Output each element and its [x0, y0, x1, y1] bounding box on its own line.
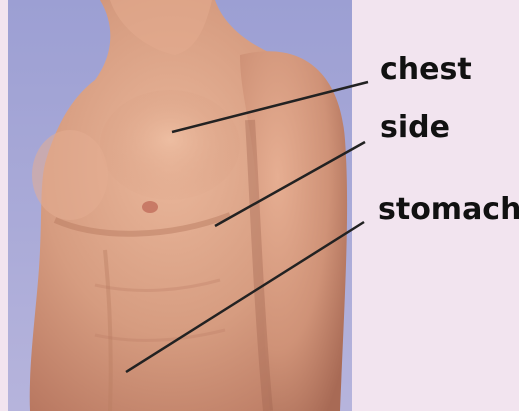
label-side: side — [380, 113, 450, 143]
label-stomach: stomach — [378, 195, 519, 225]
label-chest: chest — [380, 55, 472, 85]
nipple — [142, 201, 158, 213]
chest-highlight — [100, 90, 240, 200]
left-pec-highlight — [32, 130, 108, 220]
